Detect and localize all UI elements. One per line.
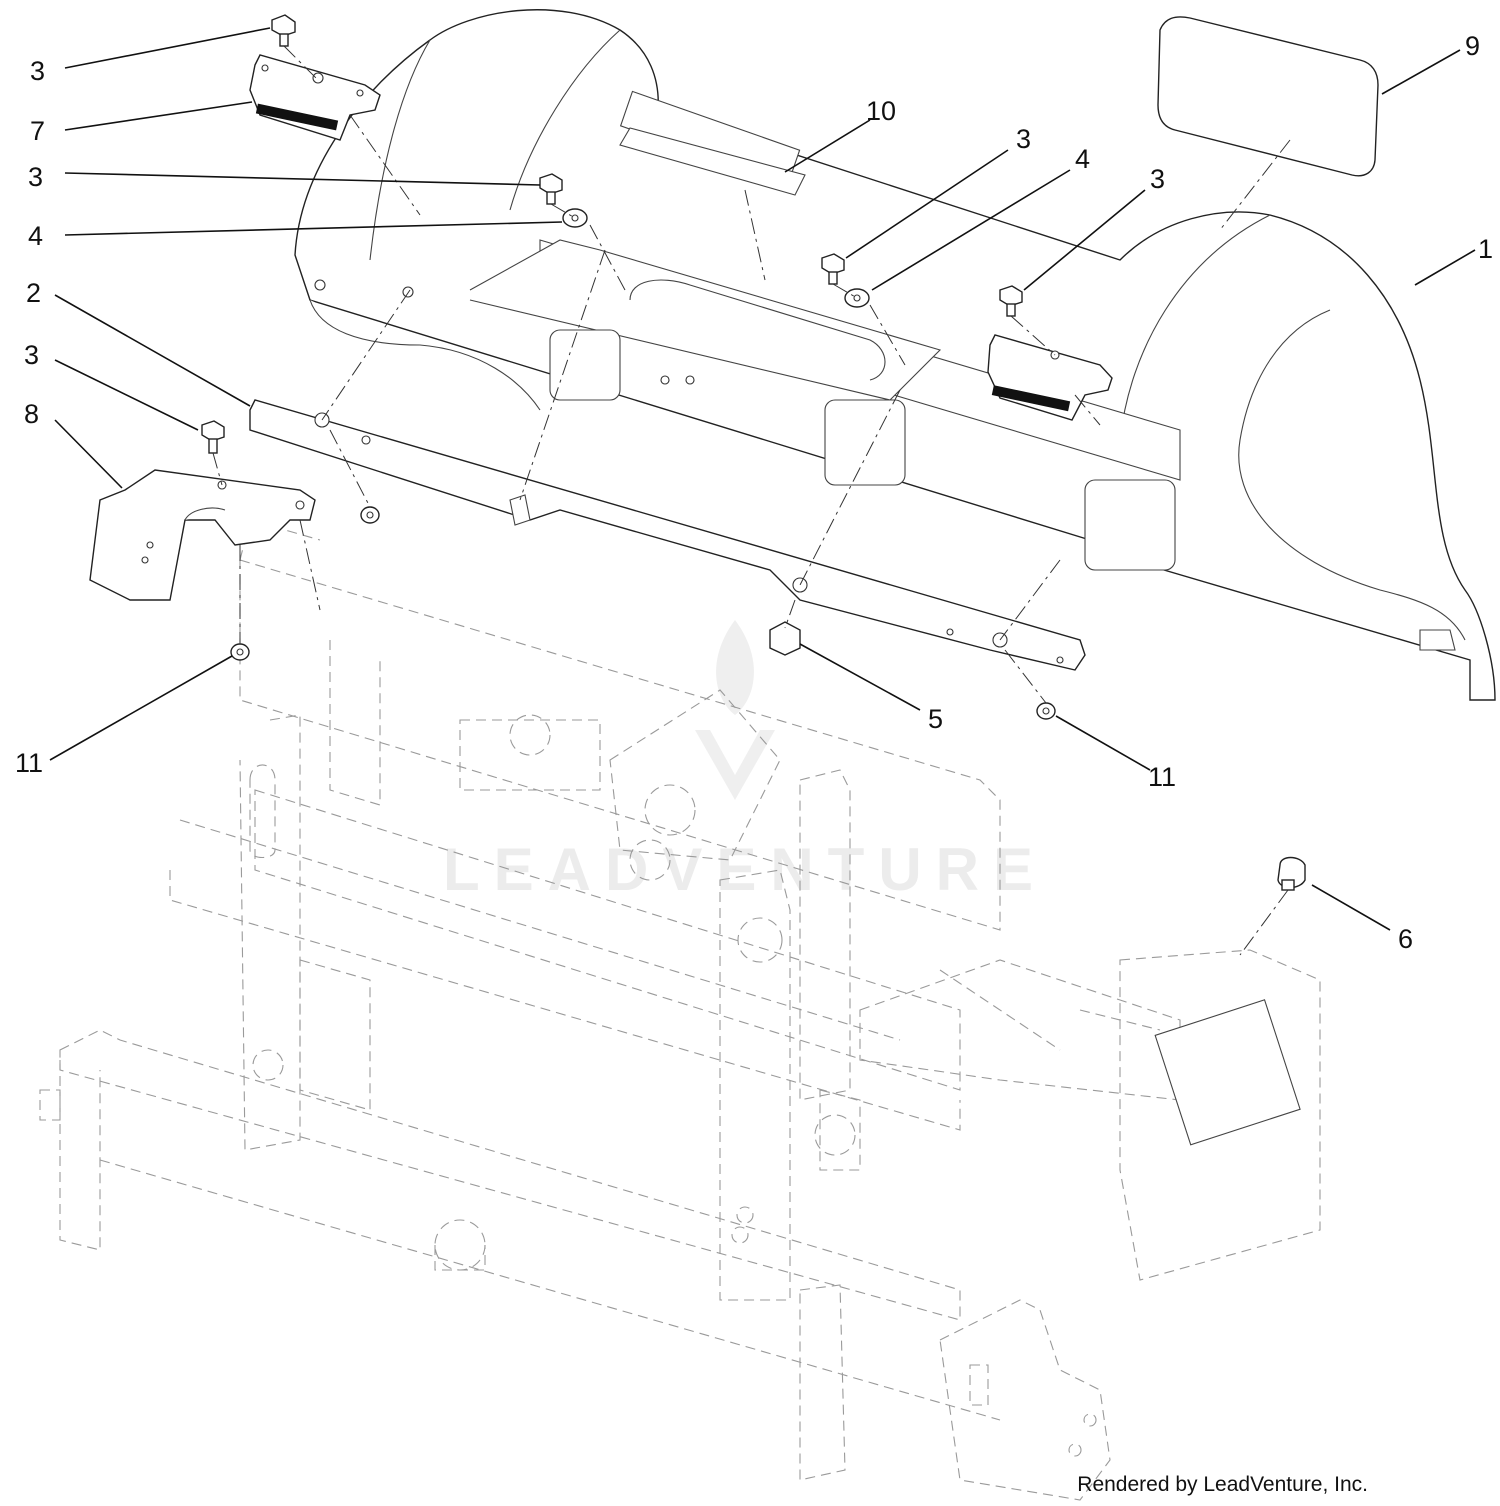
callout-5: 5 [928,704,943,734]
part-4-washers [562,208,870,308]
callout-labels: 3 7 3 4 2 3 8 11 10 3 4 3 9 1 5 11 6 [15,31,1493,954]
callout-4-center: 4 [1075,144,1090,174]
callout-10: 10 [866,96,896,126]
part-3-bolts [201,14,1023,454]
render-credit: Rendered by LeadVenture, Inc. [1077,1473,1368,1496]
bolt-3a [271,14,296,47]
callout-8: 8 [24,399,39,429]
callout-4-left: 4 [28,221,43,251]
part-2-support-bar [249,399,1086,671]
part-10-label [619,127,806,196]
callout-7: 7 [30,116,45,146]
callout-11-left: 11 [15,748,43,778]
part-7-bracket [249,54,381,141]
watermark-text: LEADVENTURE [443,836,1047,903]
bolt-3c [821,253,845,285]
callout-3-lower-left: 3 [24,340,39,370]
callout-3-right: 3 [1150,164,1165,194]
callout-3-upper-left: 3 [30,56,45,86]
callout-9: 9 [1465,31,1480,61]
leader-lines [49,27,1476,931]
part-11-nuts [230,506,1056,720]
callout-3-center: 3 [1016,124,1031,154]
part-1-rear-shroud [294,9,1496,701]
watermark: LEADVENTURE [443,620,1047,903]
part-9-decal [1157,16,1379,177]
watermark-flame-icon [716,620,754,715]
part-7-bracket-right [987,334,1113,421]
part-5-clip-nut [769,621,801,656]
frame-assembly [39,519,1321,1501]
assembly-centerlines [212,45,1291,956]
part-8-side-bracket [89,469,316,601]
callout-3-mid-left: 3 [28,162,43,192]
callout-6: 6 [1398,924,1413,954]
bolt-3e [201,420,225,454]
bolt-3b [539,173,563,205]
callout-2: 2 [26,278,41,308]
callout-11-right: 11 [1148,762,1176,792]
watermark-v-icon [695,730,775,800]
part-6-knob [1277,856,1306,891]
callout-1: 1 [1478,234,1493,264]
